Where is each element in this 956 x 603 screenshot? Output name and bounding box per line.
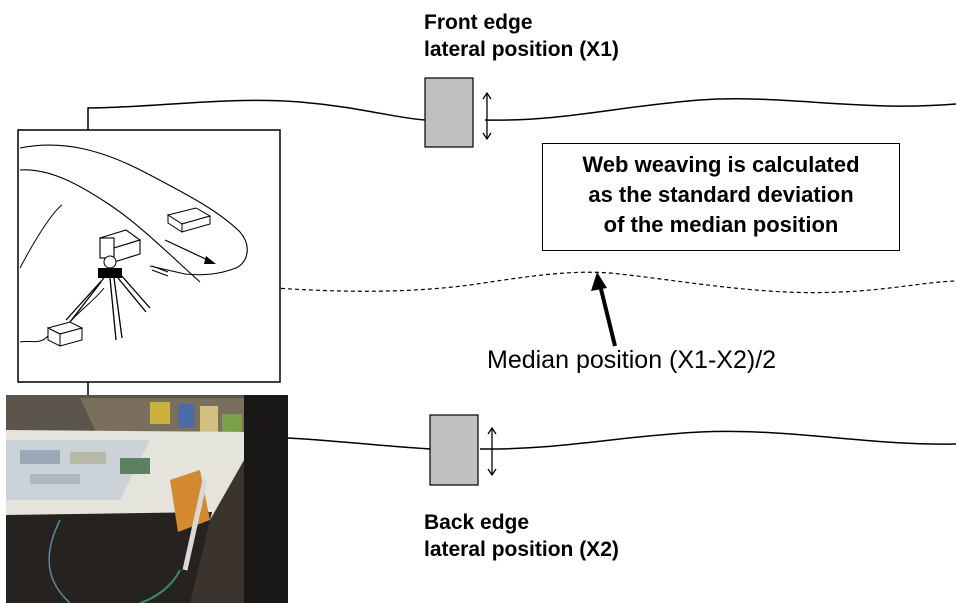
- front-edge-title: Front edge: [424, 11, 533, 34]
- setup-sketch: [17, 129, 281, 383]
- back-edge-line: [287, 430, 956, 450]
- callout-line-1: Web weaving is calculated: [582, 152, 860, 177]
- callout-line-2: as the standard deviation: [588, 182, 854, 207]
- front-double-arrow: [482, 91, 492, 141]
- median-dashed-line: [259, 271, 956, 294]
- median-label: Median position (X1-X2)/2: [487, 346, 777, 374]
- callout-line-3: of the median position: [603, 212, 839, 237]
- front-edge-subtitle: lateral position (X1): [424, 38, 619, 61]
- press-photo: [6, 395, 288, 603]
- front-sensor: [424, 77, 474, 148]
- back-double-arrow: [487, 426, 497, 477]
- front-edge-line: [87, 98, 956, 130]
- back-edge-title: Back edge: [424, 511, 530, 534]
- back-edge-subtitle: lateral position (X2): [424, 538, 619, 561]
- callout-box: Web weaving is calculated as the standar…: [542, 143, 900, 251]
- back-sensor: [429, 414, 479, 486]
- median-pointer-arrow: [591, 272, 617, 347]
